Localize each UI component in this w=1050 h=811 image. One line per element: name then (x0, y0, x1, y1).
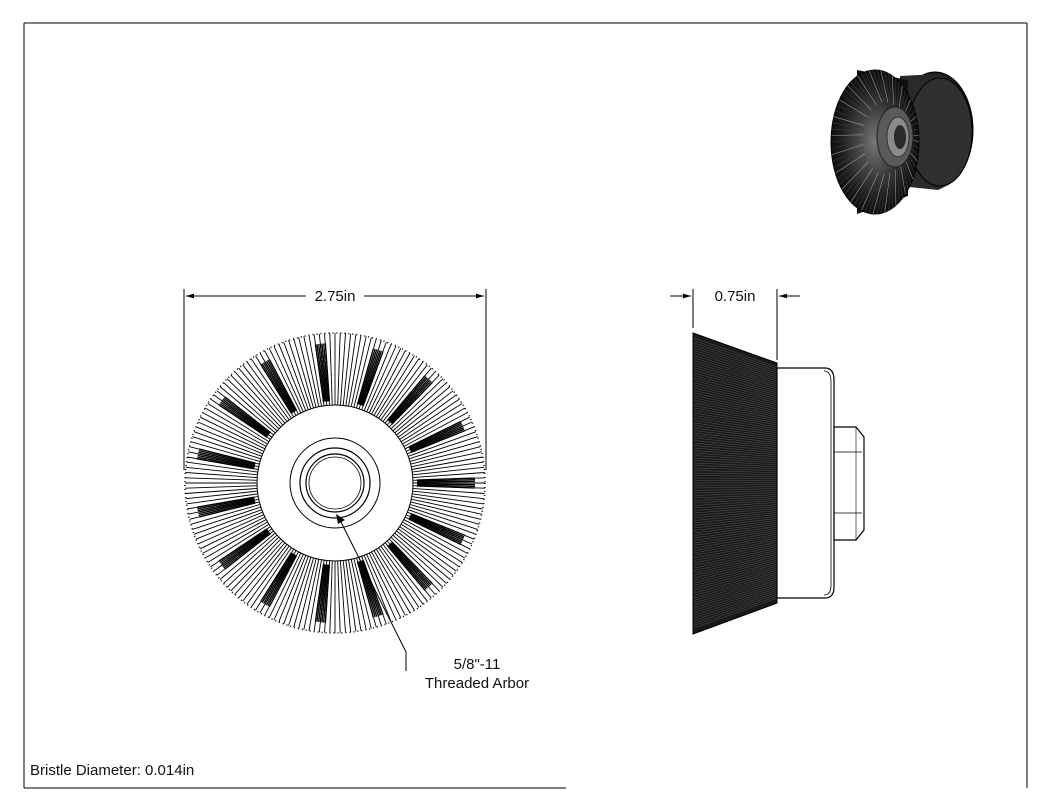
arbor-bore-circle (308, 456, 362, 510)
side-hex-nut (833, 426, 865, 541)
side-view (692, 332, 865, 635)
thickness-dimension (670, 289, 800, 360)
bristle-diameter-note: Bristle Diameter: 0.014in (30, 762, 195, 779)
arbor-callout-line1: 5/8"-11 (453, 656, 501, 673)
arbor-leader (336, 514, 407, 671)
side-hub (776, 367, 835, 599)
arbor-callout-line2: Threaded Arbor (424, 675, 530, 692)
arbor-callout: 5/8"-11 Threaded Arbor (425, 655, 529, 693)
side-bristle-cone (692, 332, 778, 635)
thickness-dimension-label: 0.75in (714, 288, 756, 305)
width-dimension-label: 2.75in (314, 288, 356, 305)
cup-brush-isometric-icon (830, 69, 974, 215)
width-dimension (183, 289, 487, 470)
bristle-ring (184, 332, 486, 634)
side-hub-inner-edge (823, 370, 832, 596)
side-bristle-lines (693, 337, 778, 629)
front-view (184, 332, 486, 634)
sheet-border (23, 22, 1028, 789)
